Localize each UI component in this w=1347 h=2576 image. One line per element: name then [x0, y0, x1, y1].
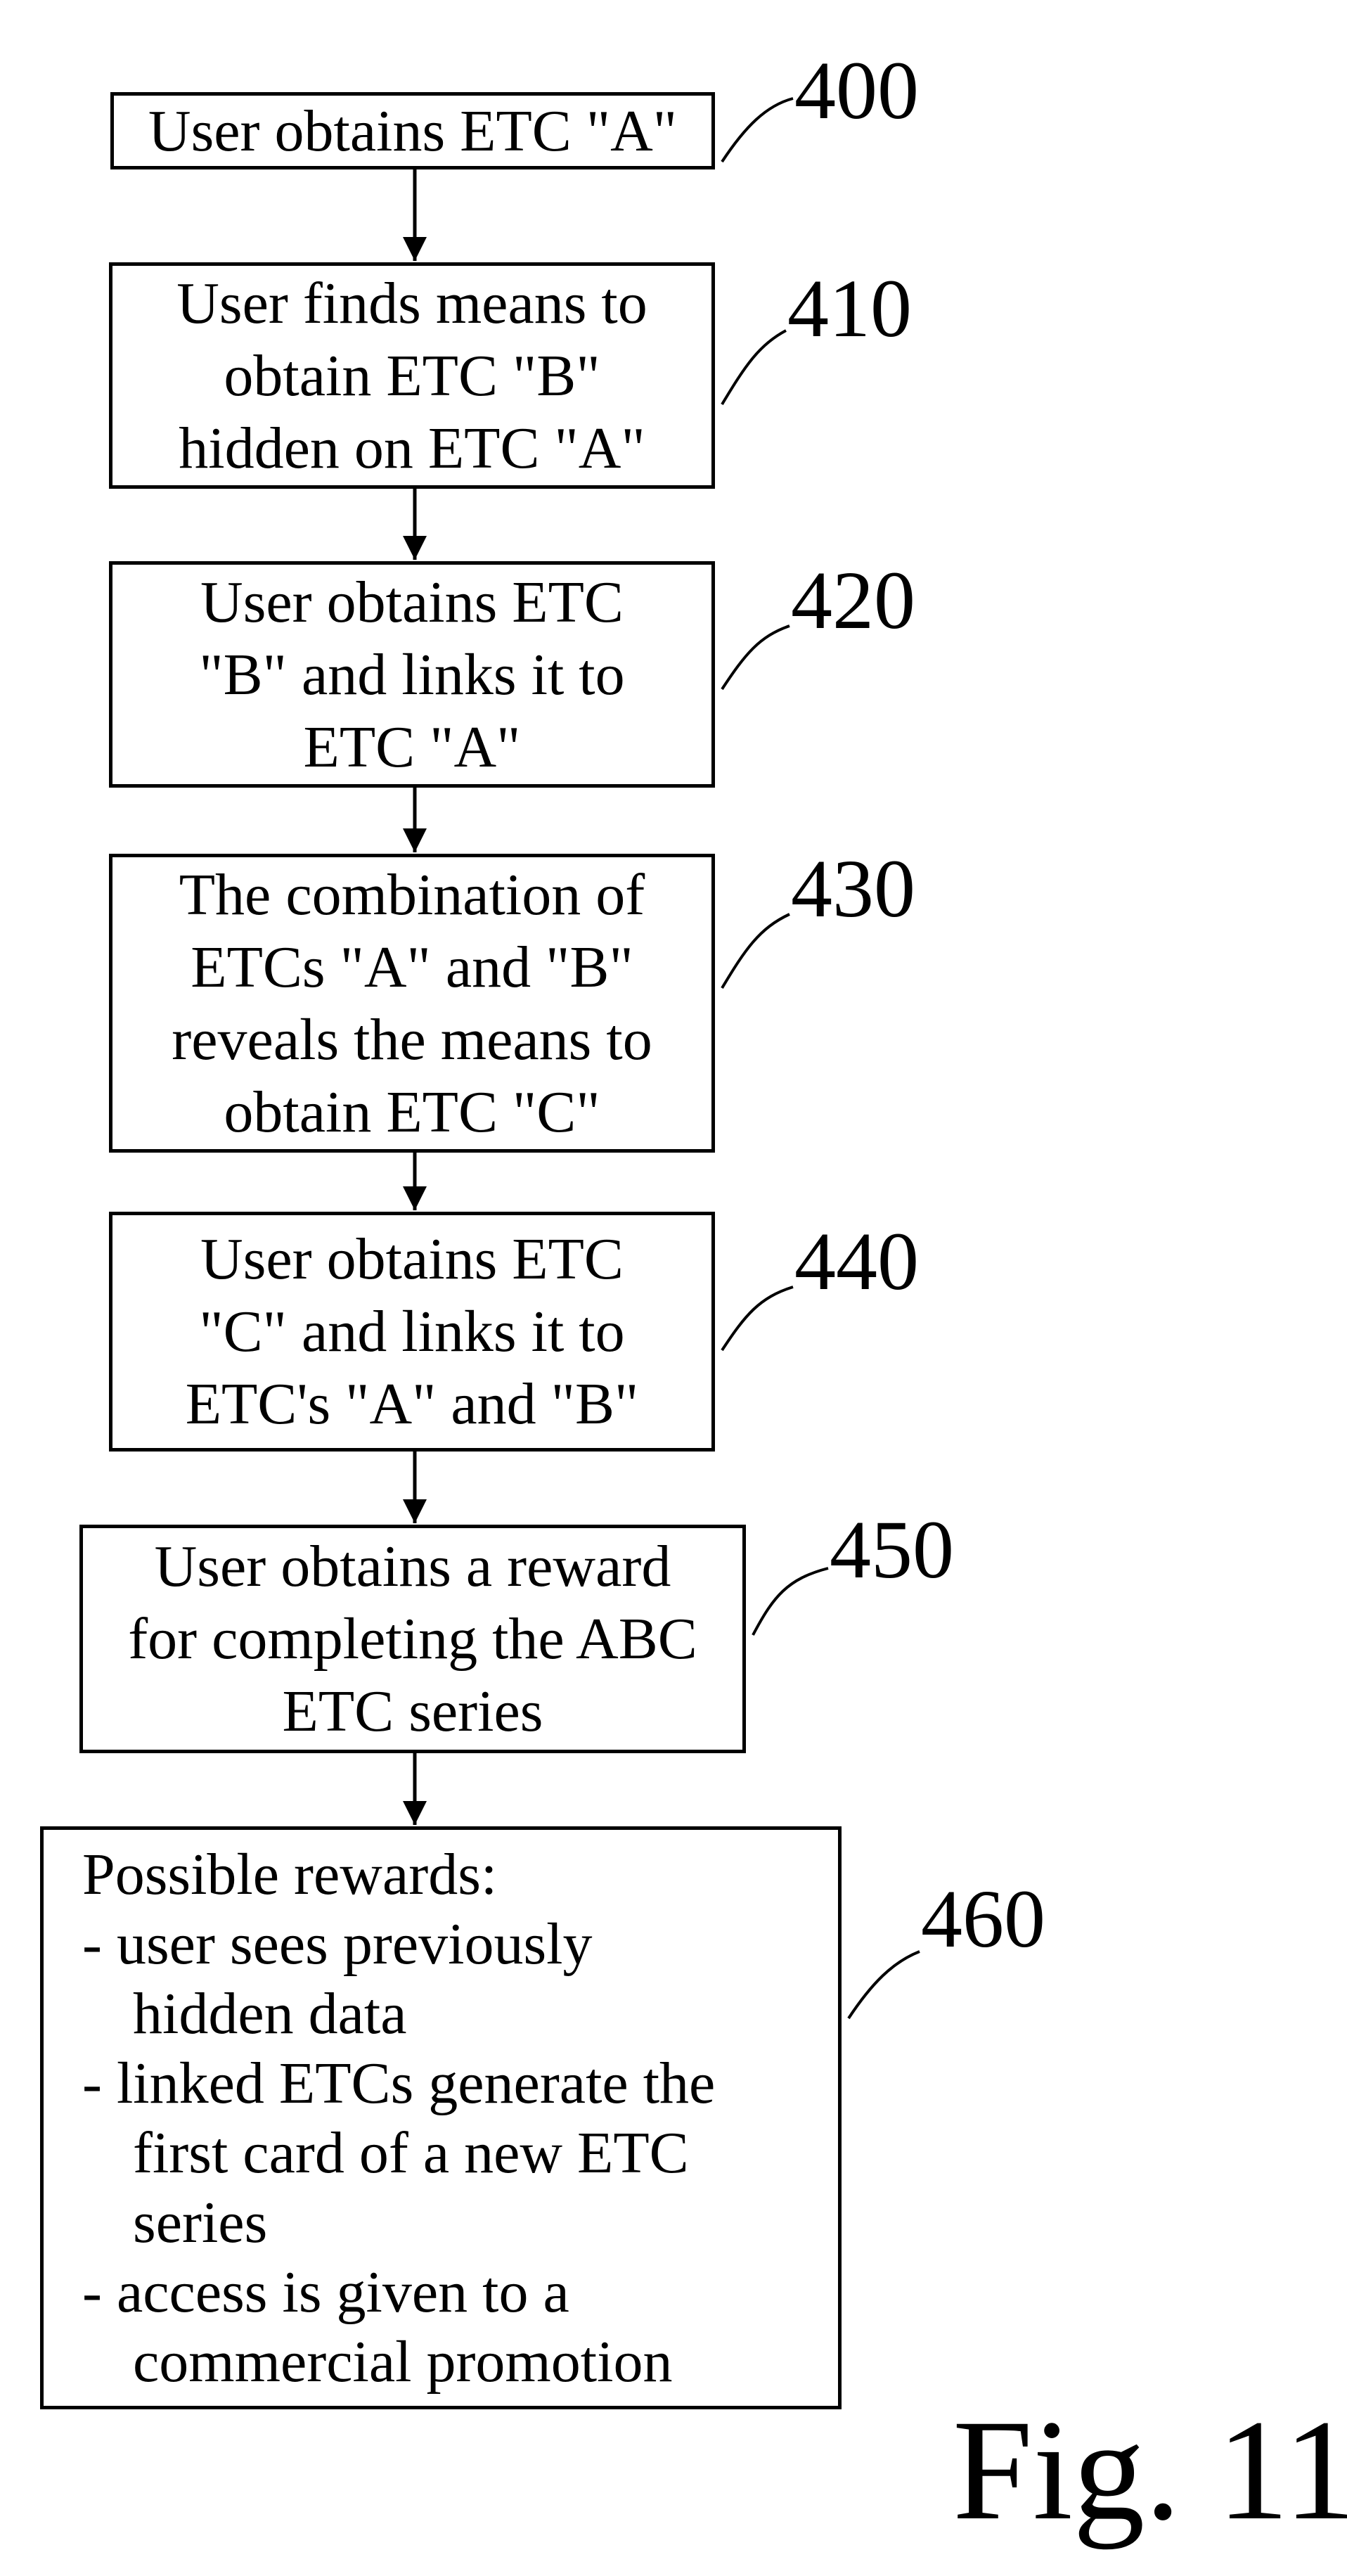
step-text-line: ETC's "A" and "B" [186, 1368, 639, 1440]
figure-label: Fig. 11 [953, 2398, 1347, 2542]
step-text-line: ETC "A" [304, 711, 521, 783]
reward-item-3-line: - access is given to a [82, 2257, 569, 2327]
reference-numeral-460: 460 [921, 1878, 1045, 1961]
step-text-line: User obtains ETC "A" [148, 95, 677, 167]
reward-item-1-line: hidden data [82, 1979, 407, 2049]
step-box-400: User obtains ETC "A" [110, 92, 715, 169]
step-text-line: "B" and links it to [199, 639, 624, 711]
leader-line-420 [722, 626, 789, 689]
reward-item-3-line: commercial promotion [82, 2327, 672, 2397]
rewards-heading: Possible rewards: [82, 1840, 497, 1909]
reference-numeral-440: 440 [794, 1220, 919, 1303]
leader-line-410 [722, 331, 786, 404]
reward-item-2-line: series [82, 2188, 267, 2257]
step-box-460: Possible rewards:- user sees previouslyh… [40, 1826, 842, 2409]
step-box-420: User obtains ETC"B" and links it toETC "… [109, 561, 715, 788]
step-text-line: User obtains ETC [200, 1223, 624, 1295]
step-text-line: The combination of [179, 859, 645, 931]
step-box-440: User obtains ETC"C" and links it toETC's… [109, 1212, 715, 1452]
leader-line-400 [722, 98, 793, 162]
step-box-450: User obtains a rewardfor completing the … [79, 1525, 746, 1753]
step-text-line: User obtains ETC [200, 566, 624, 639]
step-box-430: The combination ofETCs "A" and "B"reveal… [109, 854, 715, 1153]
step-text-line: reveals the means to [172, 1004, 652, 1076]
leader-line-460 [849, 1952, 920, 2018]
reward-item-1-line: - user sees previously [82, 1909, 592, 1979]
step-text-line: ETCs "A" and "B" [191, 931, 633, 1004]
step-text-line: User obtains a reward [155, 1530, 671, 1603]
step-text-line: for completing the ABC [128, 1603, 697, 1675]
step-text-line: "C" and links it to [199, 1295, 624, 1368]
reference-numeral-410: 410 [787, 267, 912, 350]
reference-numeral-430: 430 [791, 847, 915, 930]
reward-item-2-line: first card of a new ETC [82, 2118, 689, 2188]
reward-item-2-line: - linked ETCs generate the [82, 2049, 715, 2118]
step-text-line: obtain ETC "C" [224, 1076, 600, 1148]
step-text-line: ETC series [283, 1675, 543, 1748]
leader-line-430 [722, 914, 789, 988]
reference-numeral-400: 400 [794, 49, 919, 132]
reference-numeral-420: 420 [791, 559, 915, 642]
step-text-line: obtain ETC "B" [224, 340, 600, 412]
reference-numeral-450: 450 [830, 1508, 954, 1591]
leader-line-450 [753, 1568, 828, 1635]
step-box-410: User finds means toobtain ETC "B"hidden … [109, 262, 715, 489]
step-text-line: User finds means to [176, 267, 647, 340]
step-text-line: hidden on ETC "A" [179, 412, 645, 485]
leader-line-440 [722, 1287, 793, 1350]
